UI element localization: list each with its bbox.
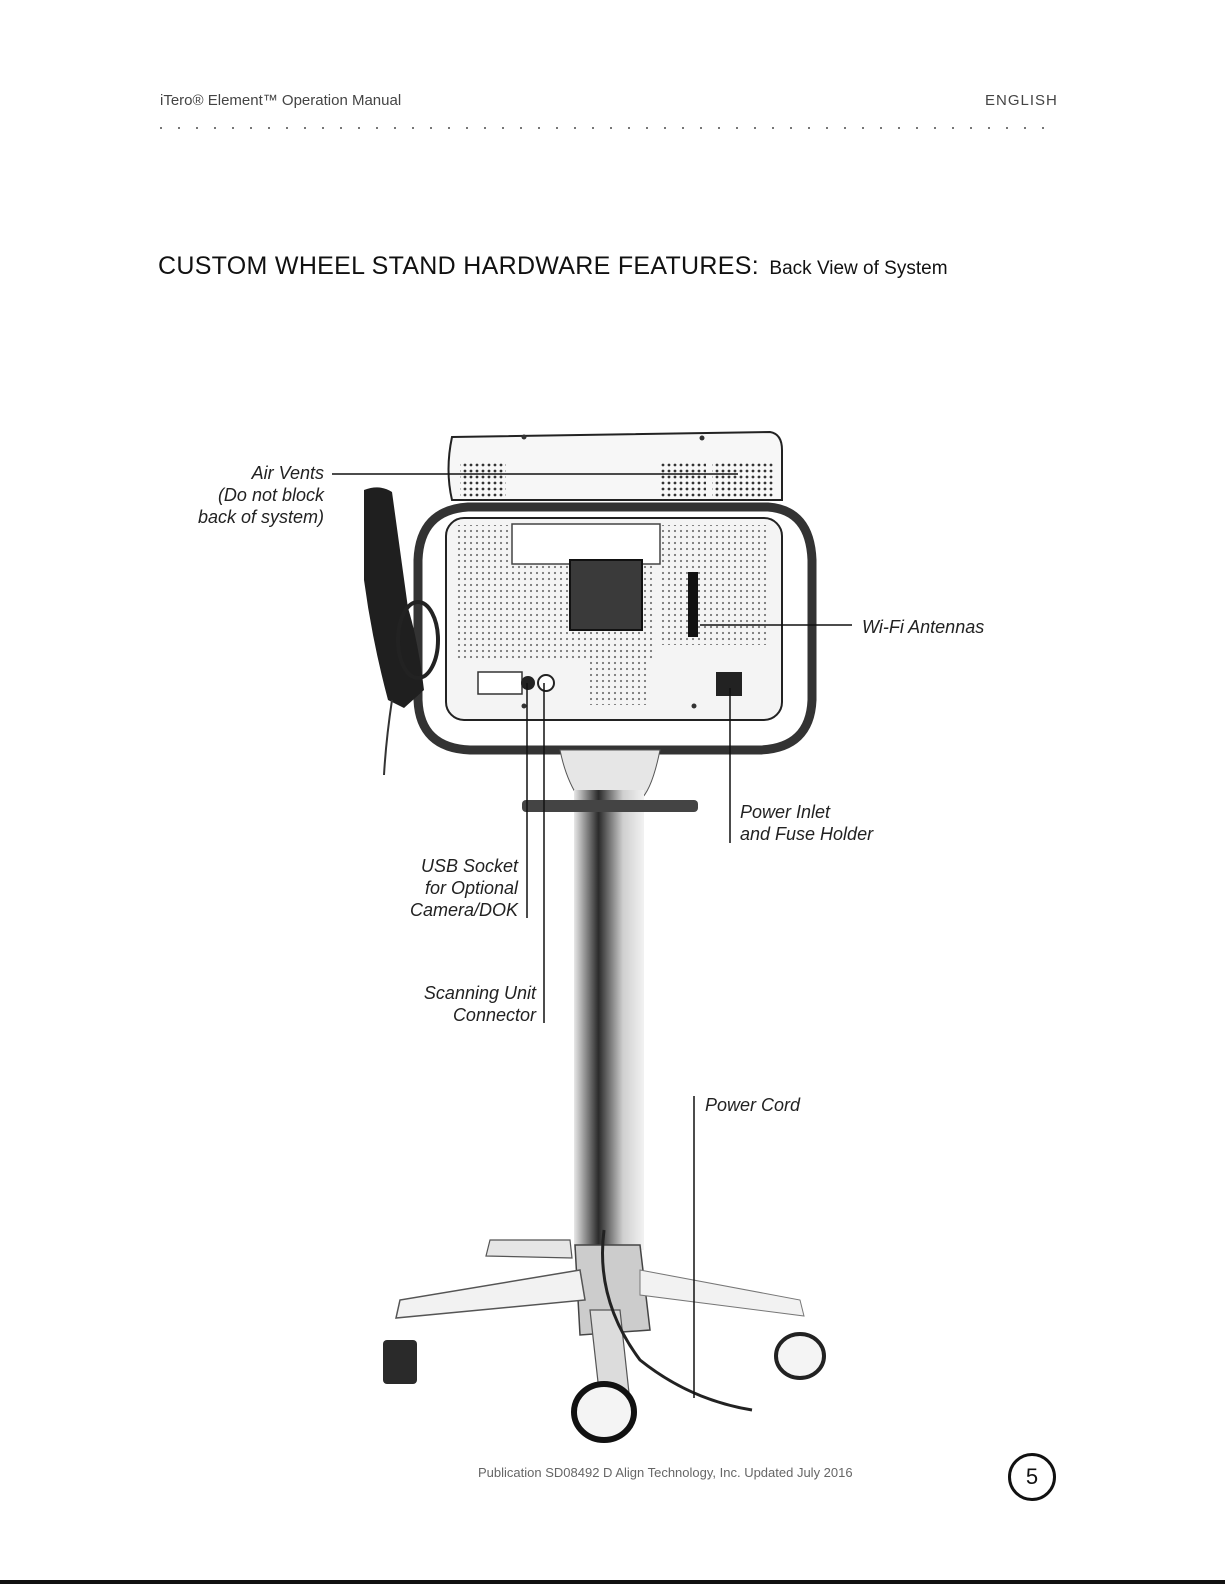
callout-wifi-antennas: Wi-Fi Antennas [862,617,985,637]
callout-scan-line1: Scanning Unit [423,983,536,1003]
leader-lines [332,473,852,1398]
callout-power-inlet-line1: Power Inlet [740,802,831,822]
header-dotted-rule [160,127,1060,129]
callout-air-vents-line1: Air Vents [251,463,324,483]
callout-usb-socket: USB Socket for Optional Camera/DOK [338,855,518,921]
scanner-wand [364,487,440,776]
callout-usb-line2: for Optional [424,878,518,898]
callout-air-vents-line2: (Do not block [217,485,324,505]
section-subtitle: Back View of System [769,258,948,279]
publication-footer: Publication SD08492 D Align Technology, … [478,1465,853,1480]
section-title: CUSTOM WHEEL STAND HARDWARE FEATURES: Ba… [158,252,948,281]
callout-scanning-unit: Scanning Unit Connector [356,982,536,1026]
stand-base [383,1239,826,1443]
power-cord [601,1229,753,1412]
callout-usb-line1: USB Socket [420,856,518,876]
callout-scan-line2: Connector [452,1005,536,1025]
callout-usb-line3: Camera/DOK [409,900,518,920]
section-title-main: CUSTOM WHEEL STAND HARDWARE FEATURES: [158,252,759,280]
callout-power-cord: Power Cord [705,1095,801,1115]
manual-title: iTero® Element™ Operation Manual [160,92,402,109]
back-panel [445,517,783,721]
callout-air-vents: Air Vents (Do not block back of system) [150,462,324,528]
bottom-rule [0,1580,1225,1584]
page-number: 5 [1008,1453,1056,1501]
language-label: ENGLISH [985,92,1058,109]
callout-power-inlet: Power Inlet and Fuse Holder [740,801,873,845]
handle-loop [413,502,817,755]
stand-pole [574,790,644,1250]
top-housing [447,430,783,501]
callout-air-vents-line3: back of system) [197,507,324,527]
callout-power-inlet-line2: and Fuse Holder [740,824,874,844]
cross-bar [522,800,698,812]
